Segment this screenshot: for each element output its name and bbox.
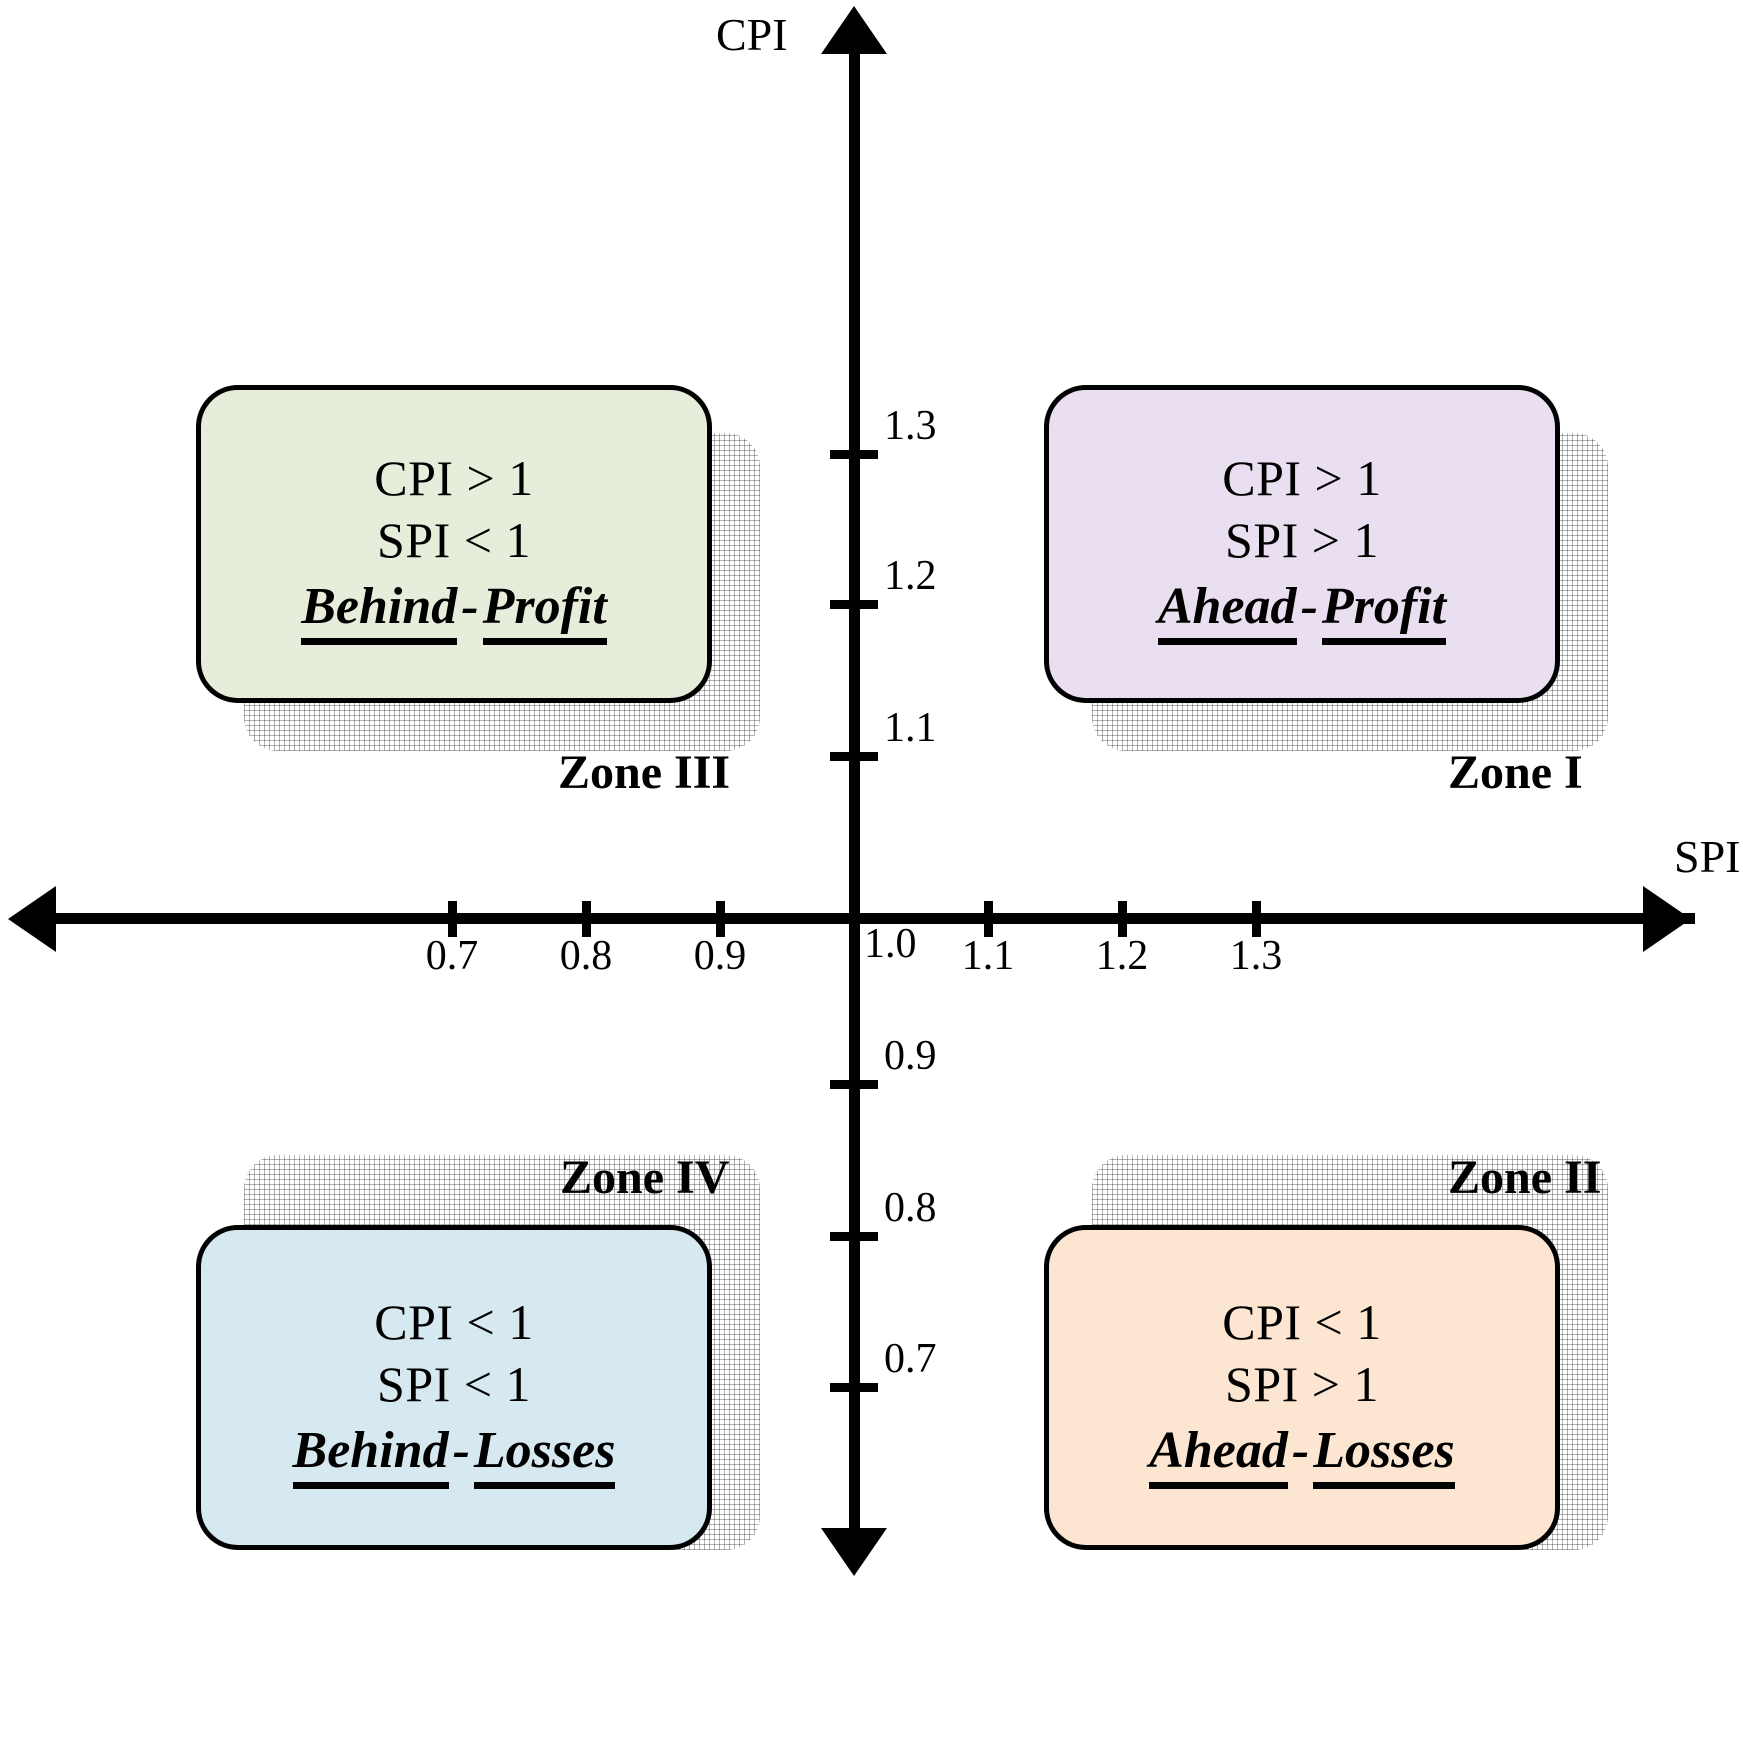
zone-III-verdict-first: Behind bbox=[301, 578, 458, 646]
zone-II-box[interactable]: CPI < 1 SPI > 1 Ahead-Losses bbox=[1044, 1225, 1560, 1550]
x-tick-label-5: 1.2 bbox=[1095, 933, 1149, 979]
y-tick-mark bbox=[830, 600, 878, 609]
arrow-right-icon bbox=[1643, 886, 1691, 952]
zone-IV-verdict-second: Losses bbox=[473, 1421, 616, 1489]
zone-IV-box[interactable]: CPI < 1 SPI < 1 Behind-Losses bbox=[196, 1225, 712, 1550]
y-tick-mark bbox=[830, 1080, 878, 1089]
x-tick-label-2: 0.9 bbox=[693, 933, 747, 979]
zone-I-verdict-second: Profit bbox=[1321, 578, 1447, 646]
x-axis-title: SPI bbox=[1674, 831, 1741, 882]
zone-I-label: Zone I bbox=[1448, 746, 1583, 799]
zone-IV-spi-condition: SPI < 1 bbox=[377, 1355, 531, 1412]
y-tick-mark bbox=[830, 1232, 878, 1241]
zone-II-label: Zone II bbox=[1448, 1151, 1602, 1204]
arrow-left-icon bbox=[8, 886, 56, 952]
zone-IV-verdict: Behind-Losses bbox=[292, 1417, 616, 1489]
y-axis-title: CPI bbox=[716, 9, 788, 60]
spi-axis-line bbox=[40, 913, 1695, 924]
y-tick-mark bbox=[830, 752, 878, 761]
y-tick-label-0: 1.3 bbox=[884, 403, 937, 449]
zone-II-verdict: Ahead-Losses bbox=[1149, 1417, 1455, 1489]
arrow-down-icon bbox=[821, 1528, 887, 1576]
zone-I-verdict-sep: - bbox=[1300, 578, 1318, 636]
x-tick-label-1: 0.8 bbox=[559, 933, 613, 979]
zone-III-verdict-sep: - bbox=[461, 578, 479, 636]
zone-II-group: CPI < 1 SPI > 1 Ahead-Losses bbox=[1044, 1155, 1608, 1550]
zone-I-verdict-first: Ahead bbox=[1157, 578, 1297, 646]
x-tick-mark bbox=[448, 901, 457, 937]
zone-I-spi-condition: SPI > 1 bbox=[1225, 512, 1379, 569]
zone-IV-cpi-condition: CPI < 1 bbox=[374, 1293, 534, 1350]
zone-I-cpi-condition: CPI > 1 bbox=[1222, 450, 1382, 507]
x-tick-mark bbox=[582, 901, 591, 937]
zone-IV-verdict-sep: - bbox=[452, 1421, 470, 1479]
zone-III-group: CPI > 1 SPI < 1 Behind-Profit bbox=[196, 385, 760, 751]
zone-IV-group: CPI < 1 SPI < 1 Behind-Losses bbox=[196, 1155, 760, 1550]
zone-II-cpi-condition: CPI < 1 bbox=[1222, 1293, 1382, 1350]
arrow-up-icon bbox=[821, 6, 887, 54]
zone-I-box[interactable]: CPI > 1 SPI > 1 Ahead-Profit bbox=[1044, 385, 1560, 703]
x-tick-mark bbox=[716, 901, 725, 937]
x-tick-label-6: 1.3 bbox=[1229, 933, 1283, 979]
zone-IV-verdict-first: Behind bbox=[292, 1421, 449, 1489]
y-tick-mark bbox=[830, 1383, 878, 1392]
cpi-axis-line bbox=[849, 40, 860, 1540]
x-tick-label-4: 1.1 bbox=[961, 933, 1015, 979]
zone-III-spi-condition: SPI < 1 bbox=[377, 512, 531, 569]
x-tick-label-0: 0.7 bbox=[425, 933, 479, 979]
zone-III-verdict-second: Profit bbox=[482, 578, 607, 646]
y-tick-mark bbox=[830, 450, 878, 459]
zone-III-label: Zone III bbox=[558, 746, 731, 799]
zone-III-cpi-condition: CPI > 1 bbox=[374, 450, 534, 507]
zone-II-verdict-second: Losses bbox=[1313, 1421, 1455, 1489]
zone-IV-label: Zone IV bbox=[560, 1151, 730, 1204]
x-tick-label-3: 1.0 bbox=[864, 921, 917, 967]
y-tick-label-3: 0.9 bbox=[884, 1033, 937, 1079]
y-tick-label-2: 1.1 bbox=[884, 705, 937, 751]
zone-III-verdict: Behind-Profit bbox=[301, 573, 607, 646]
zone-II-verdict-sep: - bbox=[1291, 1421, 1310, 1479]
x-tick-mark bbox=[1118, 901, 1127, 937]
zone-II-spi-condition: SPI > 1 bbox=[1225, 1355, 1379, 1412]
y-tick-label-5: 0.7 bbox=[884, 1336, 937, 1382]
zone-I-group: CPI > 1 SPI > 1 Ahead-Profit bbox=[1044, 385, 1608, 751]
x-tick-mark bbox=[1252, 901, 1261, 937]
zone-III-box[interactable]: CPI > 1 SPI < 1 Behind-Profit bbox=[196, 385, 712, 703]
zone-II-verdict-first: Ahead bbox=[1149, 1421, 1288, 1489]
zone-I-verdict: Ahead-Profit bbox=[1157, 573, 1447, 646]
y-tick-label-1: 1.2 bbox=[884, 553, 937, 599]
x-tick-mark bbox=[984, 901, 993, 937]
y-tick-label-4: 0.8 bbox=[884, 1185, 937, 1231]
